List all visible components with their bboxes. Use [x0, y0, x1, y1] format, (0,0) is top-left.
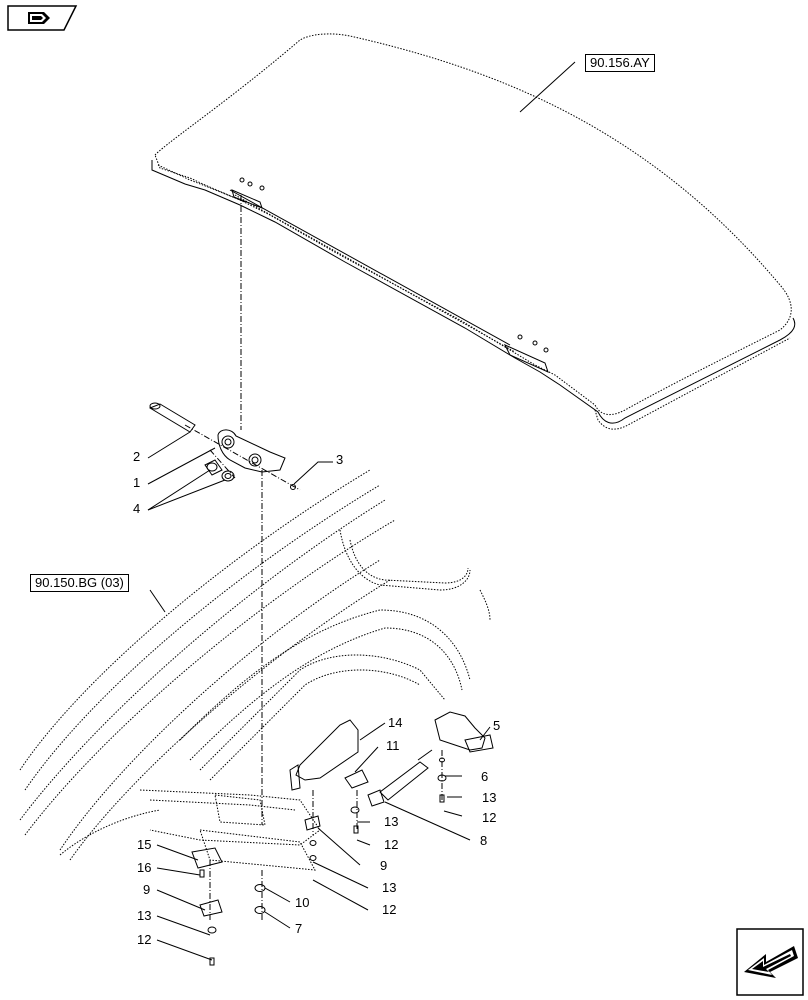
callout-5: 5: [493, 718, 500, 733]
callout-13: 13: [482, 790, 496, 805]
callout-10: 10: [295, 895, 309, 910]
callout-12: 12: [137, 932, 151, 947]
callout-3: 3: [336, 452, 343, 467]
hinge-assembly: [148, 402, 296, 490]
callout-2: 2: [133, 449, 140, 464]
callout-12: 12: [384, 837, 398, 852]
callout-14: 14: [388, 715, 402, 730]
callout-9: 9: [143, 882, 150, 897]
book-icon[interactable]: [4, 4, 78, 32]
callout-13: 13: [137, 908, 151, 923]
callout-7: 7: [295, 921, 302, 936]
callout-15: 15: [137, 837, 151, 852]
callout-12: 12: [482, 810, 496, 825]
gas-strut-assembly: [191, 711, 494, 966]
callout-1: 1: [133, 475, 140, 490]
callout-4: 4: [133, 501, 140, 516]
cab-reference-label[interactable]: 90.150.BG (03): [30, 574, 129, 592]
callout-13: 13: [382, 880, 396, 895]
callout-9: 9: [380, 858, 387, 873]
callout-16: 16: [137, 860, 151, 875]
callout-12: 12: [382, 902, 396, 917]
callout-6: 6: [481, 769, 488, 784]
callout-numbers: 2 1 4 3 14 5 11 6 13 12 8 13 12 9 13 12 …: [133, 449, 500, 947]
callout-8: 8: [480, 833, 487, 848]
roof-panel: [151, 33, 796, 430]
navigate-arrow-icon[interactable]: [736, 928, 804, 996]
callout-11: 11: [386, 738, 400, 753]
leader-lines: [147, 61, 576, 961]
alignment-lines: [184, 195, 443, 920]
cab-frame: [19, 469, 491, 871]
roof-reference-label[interactable]: 90.156.AY: [585, 54, 655, 72]
callout-13: 13: [384, 814, 398, 829]
